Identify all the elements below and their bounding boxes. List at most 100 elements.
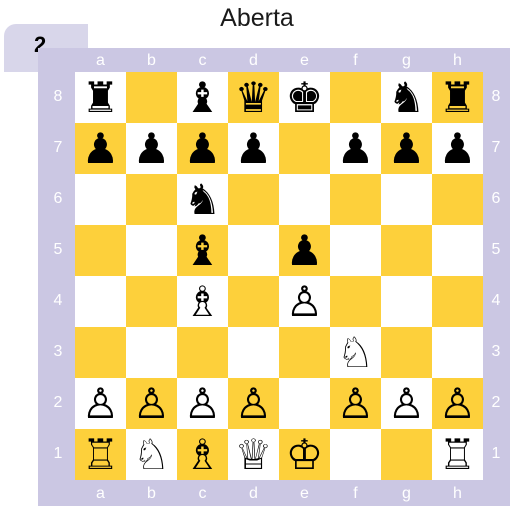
white-pawn-icon[interactable]: ♙: [184, 383, 222, 425]
square-a2[interactable]: ♙: [75, 378, 126, 429]
square-f5[interactable]: [330, 225, 381, 276]
square-a1[interactable]: ♖: [75, 429, 126, 480]
square-a6[interactable]: [75, 174, 126, 225]
square-b7[interactable]: ♟: [126, 123, 177, 174]
square-d7[interactable]: ♟: [228, 123, 279, 174]
black-pawn-icon[interactable]: ♟: [439, 128, 477, 170]
black-pawn-icon[interactable]: ♟: [82, 128, 120, 170]
square-h2[interactable]: ♙: [432, 378, 483, 429]
rank-label-1-left: 1: [46, 444, 70, 464]
square-c3[interactable]: [177, 327, 228, 378]
white-pawn-icon[interactable]: ♙: [286, 281, 324, 323]
file-label-b-top: b: [126, 51, 177, 71]
square-a7[interactable]: ♟: [75, 123, 126, 174]
square-h1[interactable]: ♖: [432, 429, 483, 480]
square-c6[interactable]: ♞: [177, 174, 228, 225]
square-e7[interactable]: [279, 123, 330, 174]
black-queen-icon[interactable]: ♛: [235, 77, 273, 119]
square-a8[interactable]: ♜: [75, 72, 126, 123]
square-b2[interactable]: ♙: [126, 378, 177, 429]
square-g2[interactable]: ♙: [381, 378, 432, 429]
square-g7[interactable]: ♟: [381, 123, 432, 174]
black-pawn-icon[interactable]: ♟: [388, 128, 426, 170]
white-bishop-icon[interactable]: ♗: [184, 281, 222, 323]
square-h4[interactable]: [432, 276, 483, 327]
white-bishop-icon[interactable]: ♗: [184, 434, 222, 476]
square-e4[interactable]: ♙: [279, 276, 330, 327]
square-c5[interactable]: ♝: [177, 225, 228, 276]
square-h3[interactable]: [432, 327, 483, 378]
square-d4[interactable]: [228, 276, 279, 327]
square-e3[interactable]: [279, 327, 330, 378]
square-d5[interactable]: [228, 225, 279, 276]
white-rook-icon[interactable]: ♖: [439, 434, 477, 476]
square-e1[interactable]: ♔: [279, 429, 330, 480]
black-pawn-icon[interactable]: ♟: [286, 230, 324, 272]
square-f4[interactable]: [330, 276, 381, 327]
white-pawn-icon[interactable]: ♙: [388, 383, 426, 425]
square-g1[interactable]: [381, 429, 432, 480]
black-pawn-icon[interactable]: ♟: [235, 128, 273, 170]
square-c1[interactable]: ♗: [177, 429, 228, 480]
white-rook-icon[interactable]: ♖: [82, 434, 120, 476]
white-pawn-icon[interactable]: ♙: [82, 383, 120, 425]
file-label-c-top: c: [177, 51, 228, 71]
white-knight-icon[interactable]: ♘: [337, 332, 375, 374]
black-bishop-icon[interactable]: ♝: [184, 77, 222, 119]
square-b6[interactable]: [126, 174, 177, 225]
square-g3[interactable]: [381, 327, 432, 378]
square-h7[interactable]: ♟: [432, 123, 483, 174]
white-queen-icon[interactable]: ♕: [235, 434, 273, 476]
square-f8[interactable]: [330, 72, 381, 123]
white-king-icon[interactable]: ♔: [286, 434, 324, 476]
black-pawn-icon[interactable]: ♟: [337, 128, 375, 170]
white-pawn-icon[interactable]: ♙: [439, 383, 477, 425]
square-c7[interactable]: ♟: [177, 123, 228, 174]
square-b8[interactable]: [126, 72, 177, 123]
white-pawn-icon[interactable]: ♙: [133, 383, 171, 425]
square-c8[interactable]: ♝: [177, 72, 228, 123]
square-a5[interactable]: [75, 225, 126, 276]
square-f6[interactable]: [330, 174, 381, 225]
square-d6[interactable]: [228, 174, 279, 225]
square-g6[interactable]: [381, 174, 432, 225]
square-b4[interactable]: [126, 276, 177, 327]
white-knight-icon[interactable]: ♘: [133, 434, 171, 476]
black-rook-icon[interactable]: ♜: [439, 77, 477, 119]
square-f3[interactable]: ♘: [330, 327, 381, 378]
square-a3[interactable]: [75, 327, 126, 378]
square-b5[interactable]: [126, 225, 177, 276]
square-f7[interactable]: ♟: [330, 123, 381, 174]
square-d8[interactable]: ♛: [228, 72, 279, 123]
black-king-icon[interactable]: ♚: [286, 77, 324, 119]
black-knight-icon[interactable]: ♞: [388, 77, 426, 119]
square-h5[interactable]: [432, 225, 483, 276]
file-label-f-top: f: [330, 51, 381, 71]
square-h8[interactable]: ♜: [432, 72, 483, 123]
white-pawn-icon[interactable]: ♙: [337, 383, 375, 425]
square-d2[interactable]: ♙: [228, 378, 279, 429]
square-e6[interactable]: [279, 174, 330, 225]
square-g8[interactable]: ♞: [381, 72, 432, 123]
square-b3[interactable]: [126, 327, 177, 378]
square-c4[interactable]: ♗: [177, 276, 228, 327]
square-f2[interactable]: ♙: [330, 378, 381, 429]
square-e2[interactable]: [279, 378, 330, 429]
white-pawn-icon[interactable]: ♙: [235, 383, 273, 425]
square-b1[interactable]: ♘: [126, 429, 177, 480]
black-pawn-icon[interactable]: ♟: [133, 128, 171, 170]
square-g5[interactable]: [381, 225, 432, 276]
black-pawn-icon[interactable]: ♟: [184, 128, 222, 170]
square-e8[interactable]: ♚: [279, 72, 330, 123]
square-d3[interactable]: [228, 327, 279, 378]
square-e5[interactable]: ♟: [279, 225, 330, 276]
black-knight-icon[interactable]: ♞: [184, 179, 222, 221]
square-d1[interactable]: ♕: [228, 429, 279, 480]
square-h6[interactable]: [432, 174, 483, 225]
square-g4[interactable]: [381, 276, 432, 327]
square-c2[interactable]: ♙: [177, 378, 228, 429]
black-bishop-icon[interactable]: ♝: [184, 230, 222, 272]
square-f1[interactable]: [330, 429, 381, 480]
square-a4[interactable]: [75, 276, 126, 327]
black-rook-icon[interactable]: ♜: [82, 77, 120, 119]
